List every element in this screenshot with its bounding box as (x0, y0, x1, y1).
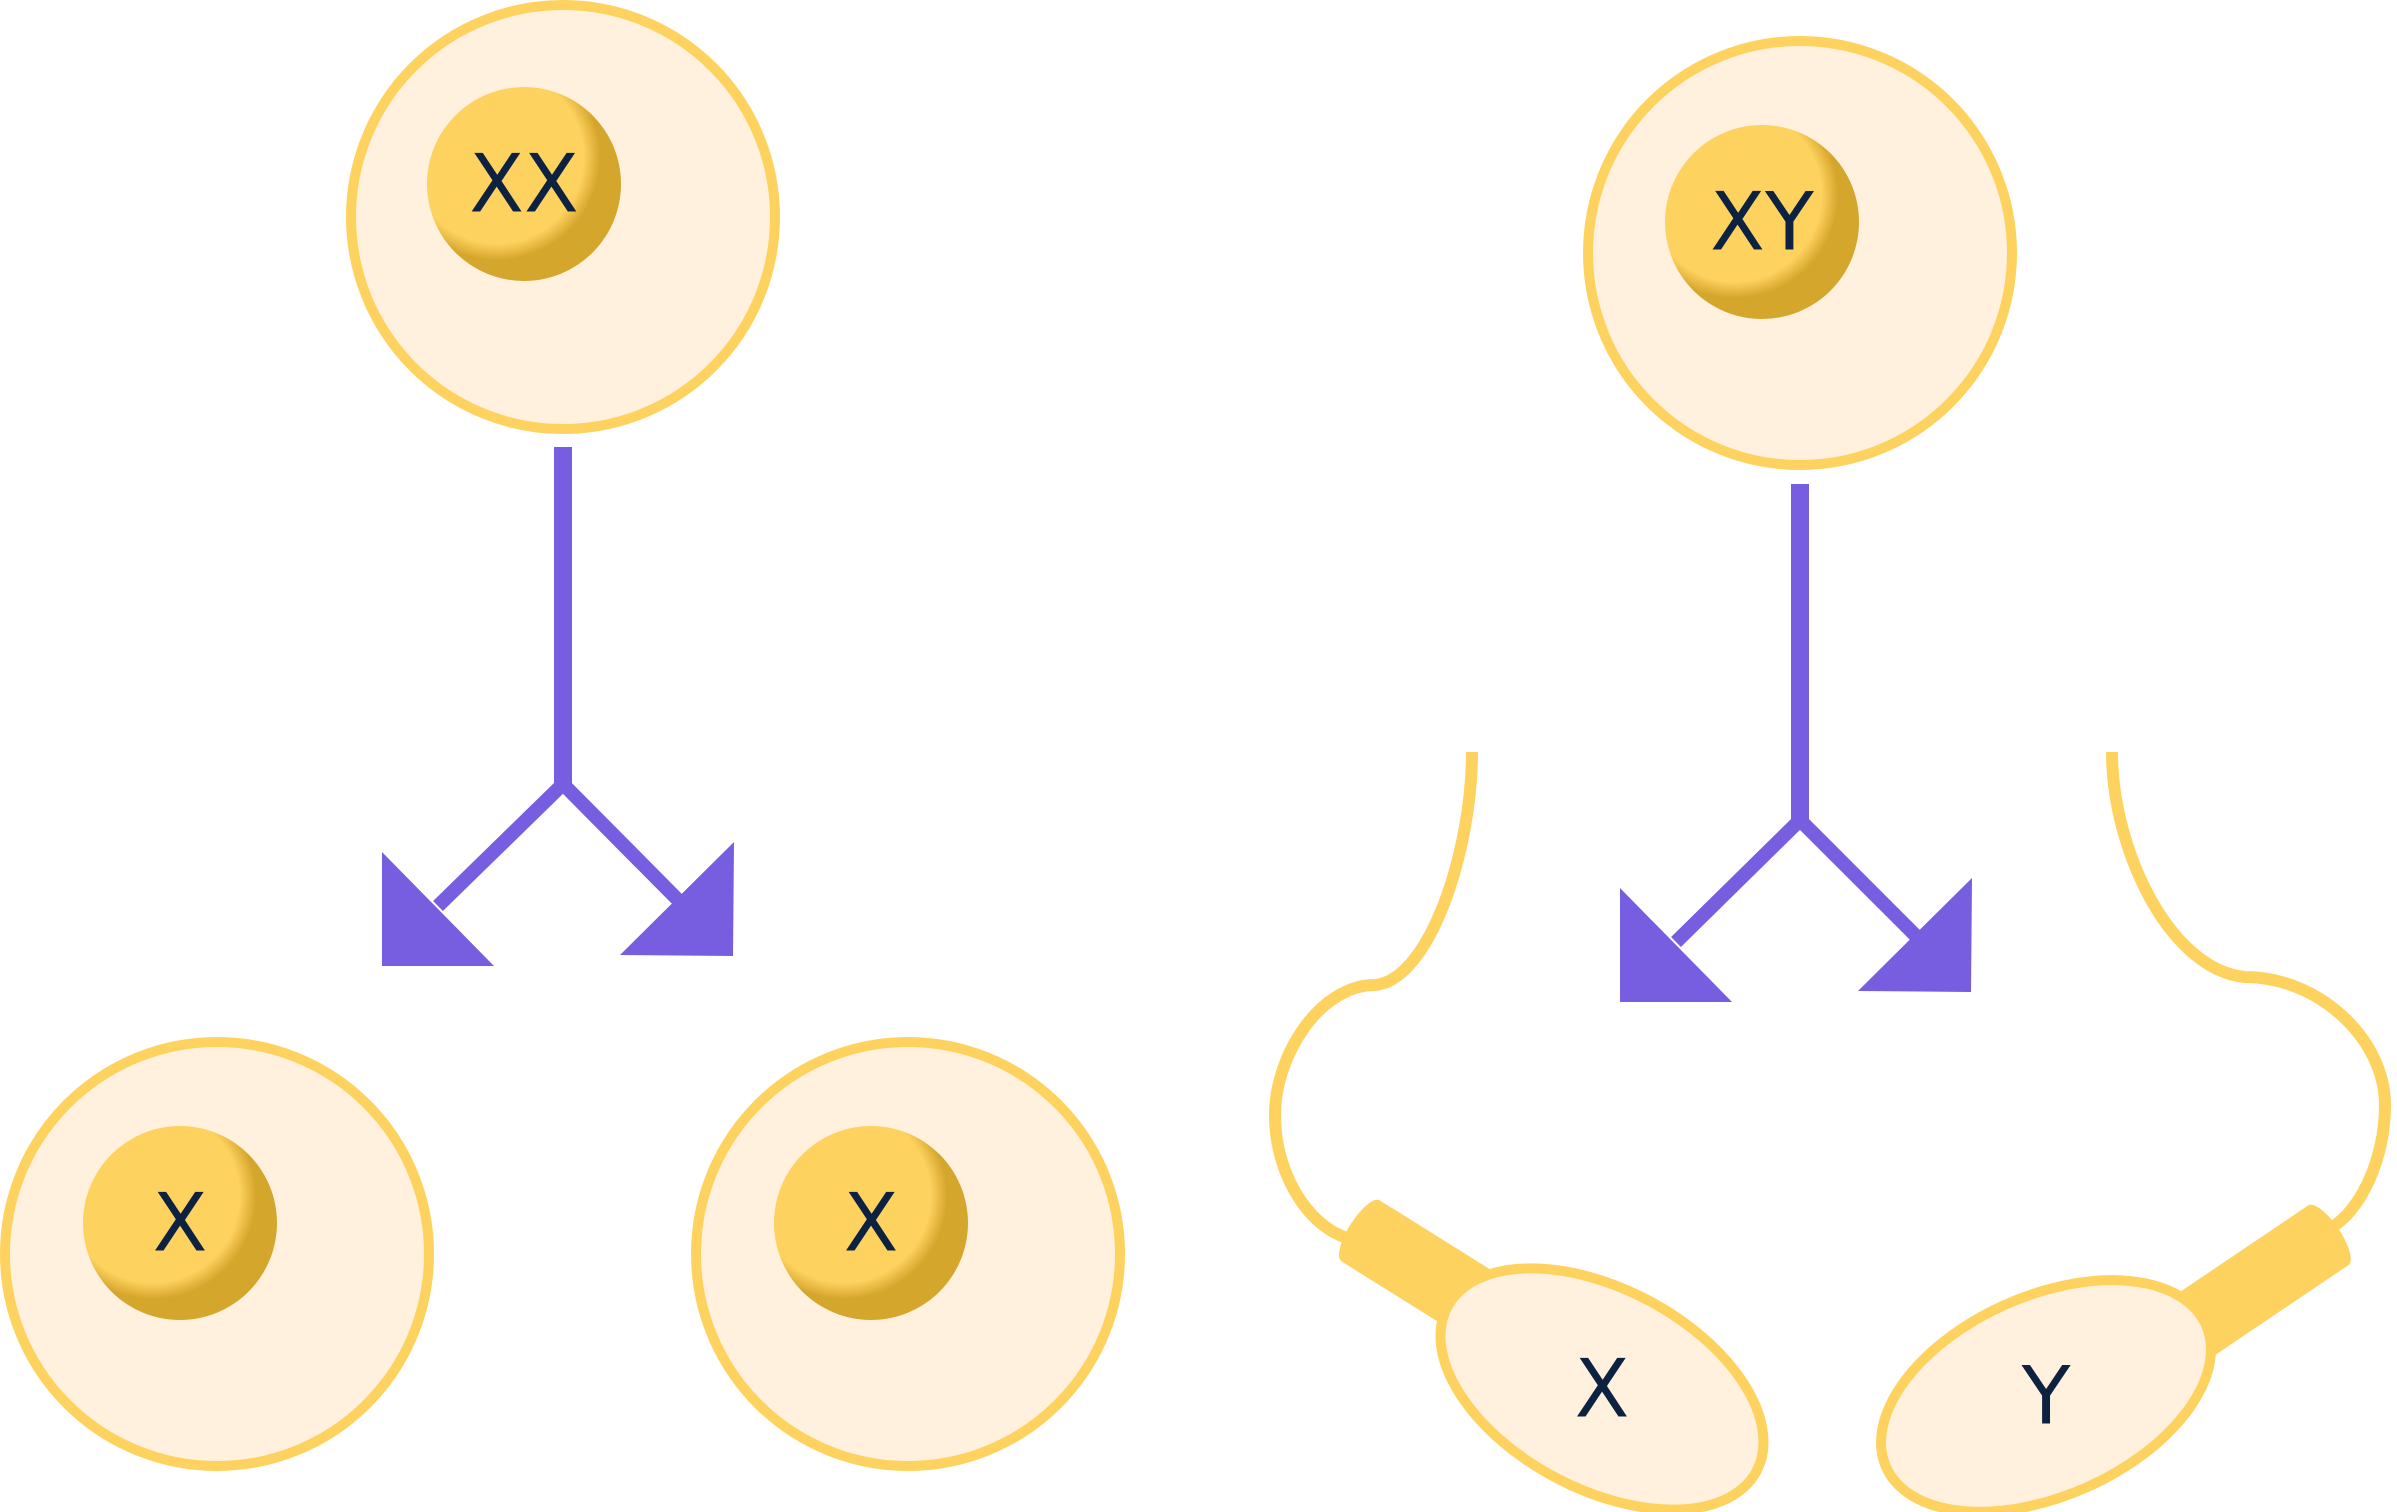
sperm-midpiece-cap (2305, 1204, 2351, 1266)
male-sperm-cell-x: X (1268, 751, 1769, 1512)
arrowhead-right (1858, 878, 1972, 992)
sperm-head (1876, 1275, 2216, 1512)
chromosome-label-x: X (153, 1177, 208, 1270)
nucleus (427, 87, 621, 281)
arrow-branch-left (433, 778, 568, 912)
male-sperm-cell-y: Y (1876, 751, 2392, 1512)
sperm-head (1435, 1263, 1769, 1512)
nucleus (774, 1126, 968, 1320)
nucleus (1665, 125, 1859, 319)
chromosome-label-x: X (844, 1177, 899, 1270)
sperm-midpiece-cap (1339, 1199, 1383, 1263)
arrowhead-left (382, 852, 494, 966)
male-meiosis-group: XY X Y (1268, 36, 2392, 1512)
chromosome-label-xx: XX (469, 138, 579, 231)
nucleus (83, 1126, 277, 1320)
female-division-arrow (382, 447, 734, 966)
chromosome-label-x: X (1575, 1343, 1630, 1436)
sperm-midpiece (2175, 1205, 2349, 1355)
arrow-branch-left (1671, 815, 1805, 947)
male-parent-cell: XY (1583, 36, 2017, 470)
sperm-tail (2106, 751, 2392, 1238)
arrowhead-left (1620, 888, 1732, 1002)
female-daughter-cell-1: X (0, 1037, 434, 1471)
arrow-branch-right (1795, 815, 1923, 943)
sperm-tail (1268, 751, 1478, 1246)
arrowhead-right (620, 842, 734, 956)
chromosome-label-y: Y (2021, 1350, 2072, 1443)
male-division-arrow (1620, 484, 1972, 1002)
arrow-branch-right (558, 779, 685, 907)
female-daughter-cell-2: X (691, 1037, 1125, 1471)
female-parent-cell: XX (346, 0, 780, 434)
female-meiosis-group: XX X X (0, 0, 1125, 1471)
chromosome-label-xy: XY (1710, 176, 1815, 269)
